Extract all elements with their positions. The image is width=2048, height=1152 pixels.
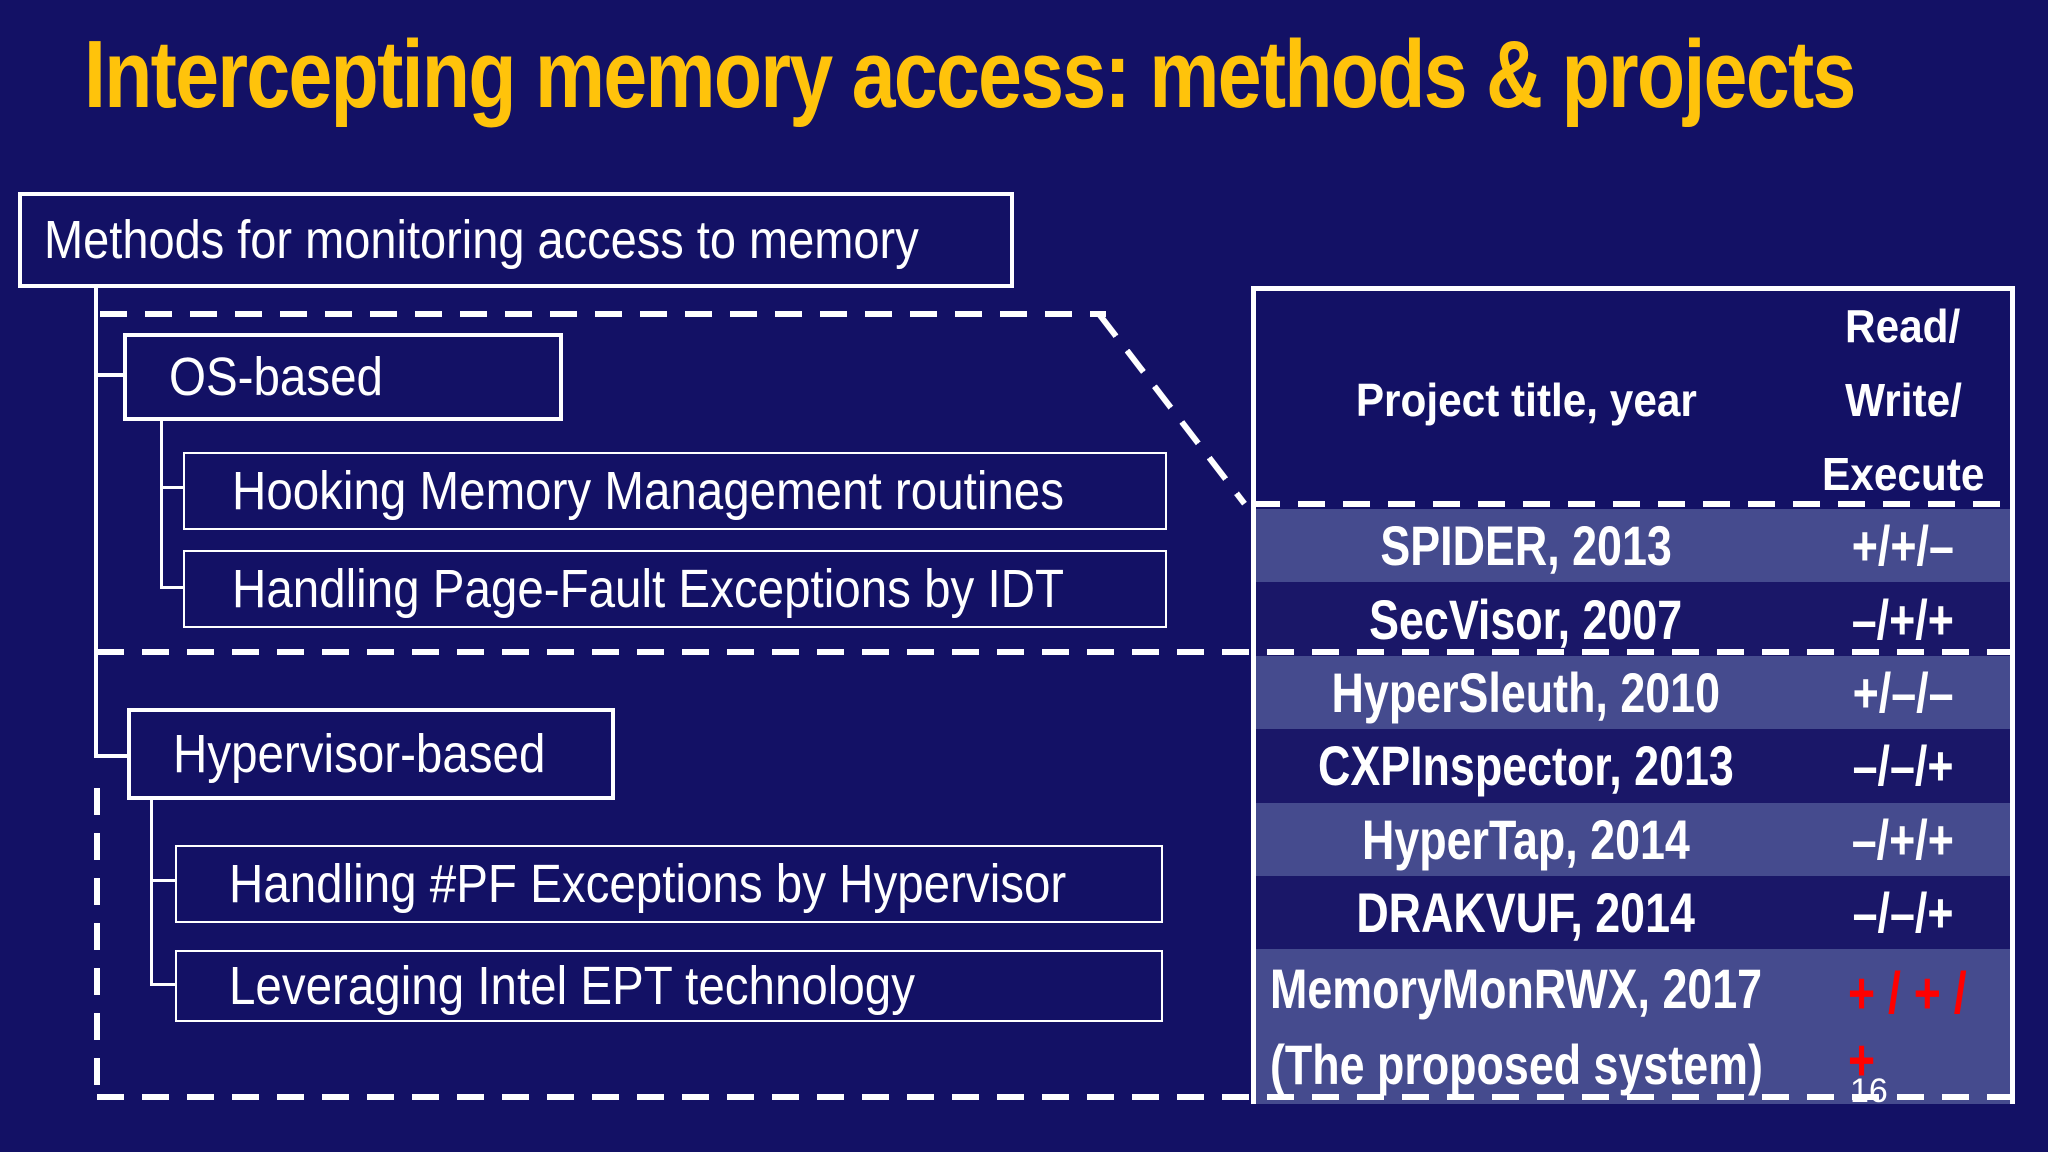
access-flags-highlighted: + / + / + — [1848, 960, 1967, 1093]
table-row: CXPInspector, 2013 –/–/+ — [1256, 729, 2010, 803]
table-header-dashed-line — [1253, 501, 2013, 507]
group-separator-dashed-line — [97, 649, 2014, 655]
tree-node-hooking-mm: Hooking Memory Management routines — [183, 452, 1167, 530]
project-name-line1: MemoryMonRWX, 2017 — [1270, 956, 1763, 1020]
slide-title-text: Intercepting memory access: methods & pr… — [84, 21, 1856, 128]
access-flags: +/–/– — [1852, 660, 1954, 724]
bottom-dashed-line — [97, 1094, 2014, 1100]
access-flags: –/+/+ — [1851, 587, 1955, 651]
ept-connector-stub — [150, 983, 175, 986]
tree-node-hypervisor-based: Hypervisor-based — [127, 708, 615, 800]
access-flags: –/–/+ — [1852, 734, 1954, 798]
os-children-trunk — [160, 419, 163, 589]
project-name: CXPInspector, 2013 — [1318, 734, 1734, 798]
table-header-project: Project title, year — [1355, 374, 1697, 426]
access-flags: –/+/+ — [1851, 807, 1955, 871]
tree-node-intel-ept: Leveraging Intel EPT technology — [175, 950, 1163, 1022]
tree-node-pagefault-idt-label: Handling Page-Fault Exceptions by IDT — [232, 559, 1065, 619]
tree-node-hooking-mm-label: Hooking Memory Management routines — [232, 461, 1064, 521]
tree-node-pf-hypervisor-label: Handling #PF Exceptions by Hypervisor — [229, 854, 1067, 914]
projects-table: Project title, year Read/ Write/ Execute… — [1251, 286, 2015, 1105]
page-number: 16 — [1850, 1072, 1888, 1110]
tree-node-hypervisor-based-label: Hypervisor-based — [173, 724, 546, 784]
slide-title: Intercepting memory access: methods & pr… — [84, 20, 2048, 130]
tree-node-pagefault-idt: Handling Page-Fault Exceptions by IDT — [183, 550, 1167, 628]
project-name: SecVisor, 2007 — [1369, 587, 1683, 651]
os-group-top-dashed-line — [100, 311, 1106, 317]
table-row-proposed-system: MemoryMonRWX, 2017 (The proposed system)… — [1256, 949, 2010, 1105]
access-flags: +/+/– — [1851, 514, 1955, 578]
tree-node-methods-root: Methods for monitoring access to memory — [18, 192, 1014, 288]
hooking-connector-stub — [160, 486, 184, 489]
os-connector-stub — [94, 373, 123, 377]
project-name: DRAKVUF, 2014 — [1356, 881, 1696, 945]
pf-connector-stub — [150, 879, 175, 882]
hypervisor-children-trunk — [150, 798, 153, 986]
tree-node-os-based-label: OS-based — [169, 347, 383, 407]
table-row: DRAKVUF, 2014 –/–/+ — [1256, 875, 2010, 950]
table-header-rwx: Read/ Write/ Execute — [1821, 300, 1985, 500]
tree-node-methods-root-label: Methods for monitoring access to memory — [44, 210, 919, 270]
table-row: SPIDER, 2013 +/+/– — [1256, 509, 2010, 583]
hypervisor-connector-stub — [94, 754, 127, 758]
project-name: SPIDER, 2013 — [1380, 514, 1672, 578]
access-flags: –/–/+ — [1852, 881, 1954, 945]
tree-trunk-line — [94, 288, 98, 758]
table-row: HyperSleuth, 2010 +/–/– — [1256, 655, 2010, 730]
table-row: SecVisor, 2007 –/+/+ — [1256, 582, 2010, 656]
project-name: HyperSleuth, 2010 — [1331, 660, 1721, 724]
hypervisor-group-left-dashed-line — [94, 788, 100, 1096]
idt-connector-stub — [160, 586, 184, 589]
tree-node-pf-hypervisor: Handling #PF Exceptions by Hypervisor — [175, 845, 1163, 923]
tree-node-os-based: OS-based — [123, 333, 563, 421]
project-name: HyperTap, 2014 — [1362, 807, 1690, 871]
table-header-row: Project title, year Read/ Write/ Execute — [1256, 291, 2010, 509]
table-row: HyperTap, 2014 –/+/+ — [1256, 802, 2010, 876]
tree-node-intel-ept-label: Leveraging Intel EPT technology — [229, 956, 915, 1016]
project-name-line2: (The proposed system) — [1270, 1032, 1763, 1096]
